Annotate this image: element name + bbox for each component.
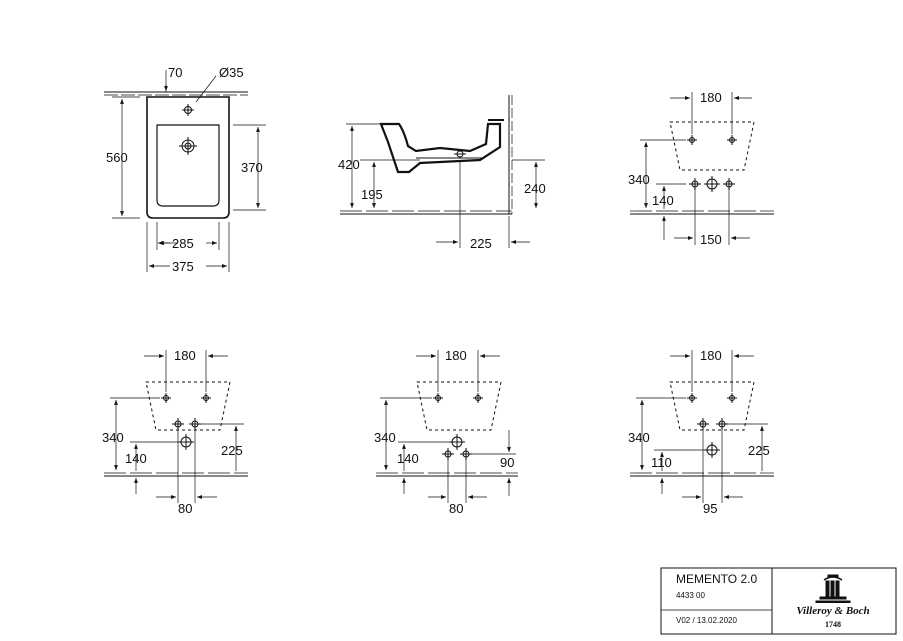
conn2-dim-180: 180 xyxy=(174,348,196,363)
villeroy-boch-logo-icon xyxy=(815,574,851,603)
conn3-dim-140: 140 xyxy=(397,451,419,466)
conn1-dim-150: 150 xyxy=(700,232,722,247)
conn4-dim-225: 225 xyxy=(748,443,770,458)
top-view xyxy=(104,70,266,272)
tap-hole-icon xyxy=(182,104,194,116)
dim-195: 195 xyxy=(361,187,383,202)
dim-225: 225 xyxy=(470,236,492,251)
drain-icon xyxy=(179,137,197,155)
title-block xyxy=(660,567,897,635)
dim-375: 375 xyxy=(172,259,194,274)
conn4-dim-340: 340 xyxy=(628,430,650,445)
conn1-dim-180: 180 xyxy=(700,90,722,105)
dim-240: 240 xyxy=(524,181,546,196)
brand-year: 1748 xyxy=(825,620,841,629)
dim-285: 285 xyxy=(172,236,194,251)
connection-view-3 xyxy=(376,350,518,503)
dim-420: 420 xyxy=(338,157,360,172)
side-view xyxy=(340,95,545,248)
conn4-dim-110: 110 xyxy=(651,455,672,470)
conn3-dim-90: 90 xyxy=(500,455,514,470)
conn3-dim-80: 80 xyxy=(449,501,463,516)
conn1-dim-340: 340 xyxy=(628,172,650,187)
dim-370: 370 xyxy=(241,160,263,175)
conn2-dim-340: 340 xyxy=(102,430,124,445)
conn3-dim-340: 340 xyxy=(374,430,396,445)
conn4-dim-95: 95 xyxy=(703,501,717,516)
connection-view-4 xyxy=(630,350,774,503)
conn2-dim-80: 80 xyxy=(178,501,192,516)
conn1-dim-140: 140 xyxy=(652,193,674,208)
dim-560: 560 xyxy=(106,150,128,165)
connection-view-1 xyxy=(630,92,774,245)
article-number: 4433 00 xyxy=(676,591,705,600)
product-name: MEMENTO 2.0 xyxy=(676,572,757,586)
conn3-dim-180: 180 xyxy=(445,348,467,363)
version-date: V02 / 13.02.2020 xyxy=(676,616,737,625)
dim-diameter-35: Ø35 xyxy=(219,65,244,80)
dim-70: 70 xyxy=(168,65,182,80)
conn2-dim-140: 140 xyxy=(125,451,147,466)
brand-name: Villeroy & Boch xyxy=(796,605,869,617)
conn4-dim-180: 180 xyxy=(700,348,722,363)
conn2-dim-225: 225 xyxy=(221,443,243,458)
connection-view-2 xyxy=(104,350,248,503)
